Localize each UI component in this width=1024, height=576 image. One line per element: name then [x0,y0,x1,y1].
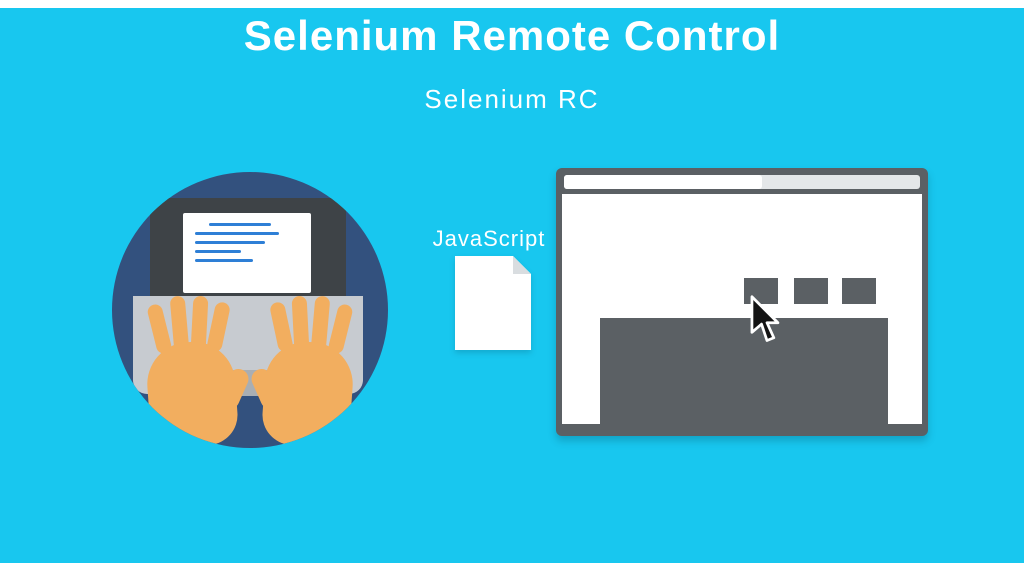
bottom-white-bar [0,563,1024,576]
browser-address-bar [564,175,762,189]
menu-square [794,278,828,304]
menu-square [744,278,778,304]
page-title: Selenium Remote Control [243,12,781,59]
browser-window [556,168,928,436]
code-line [195,259,253,262]
content-block [600,318,888,424]
developer-circle-illustration [112,172,388,448]
javascript-label: JavaScript [432,226,546,251]
laptop-screen [150,198,346,298]
browser-page-area [562,194,922,424]
document-fold-corner [513,256,531,274]
code-line [195,250,241,253]
menu-square [842,278,876,304]
page-subtitle: Selenium RC [424,84,600,114]
code-line [195,232,279,235]
top-white-bar [0,0,1024,8]
code-editor-window [183,213,311,293]
javascript-file-icon [455,256,531,350]
mouse-cursor-icon [750,295,780,342]
code-line [209,223,271,226]
code-line [195,241,265,244]
